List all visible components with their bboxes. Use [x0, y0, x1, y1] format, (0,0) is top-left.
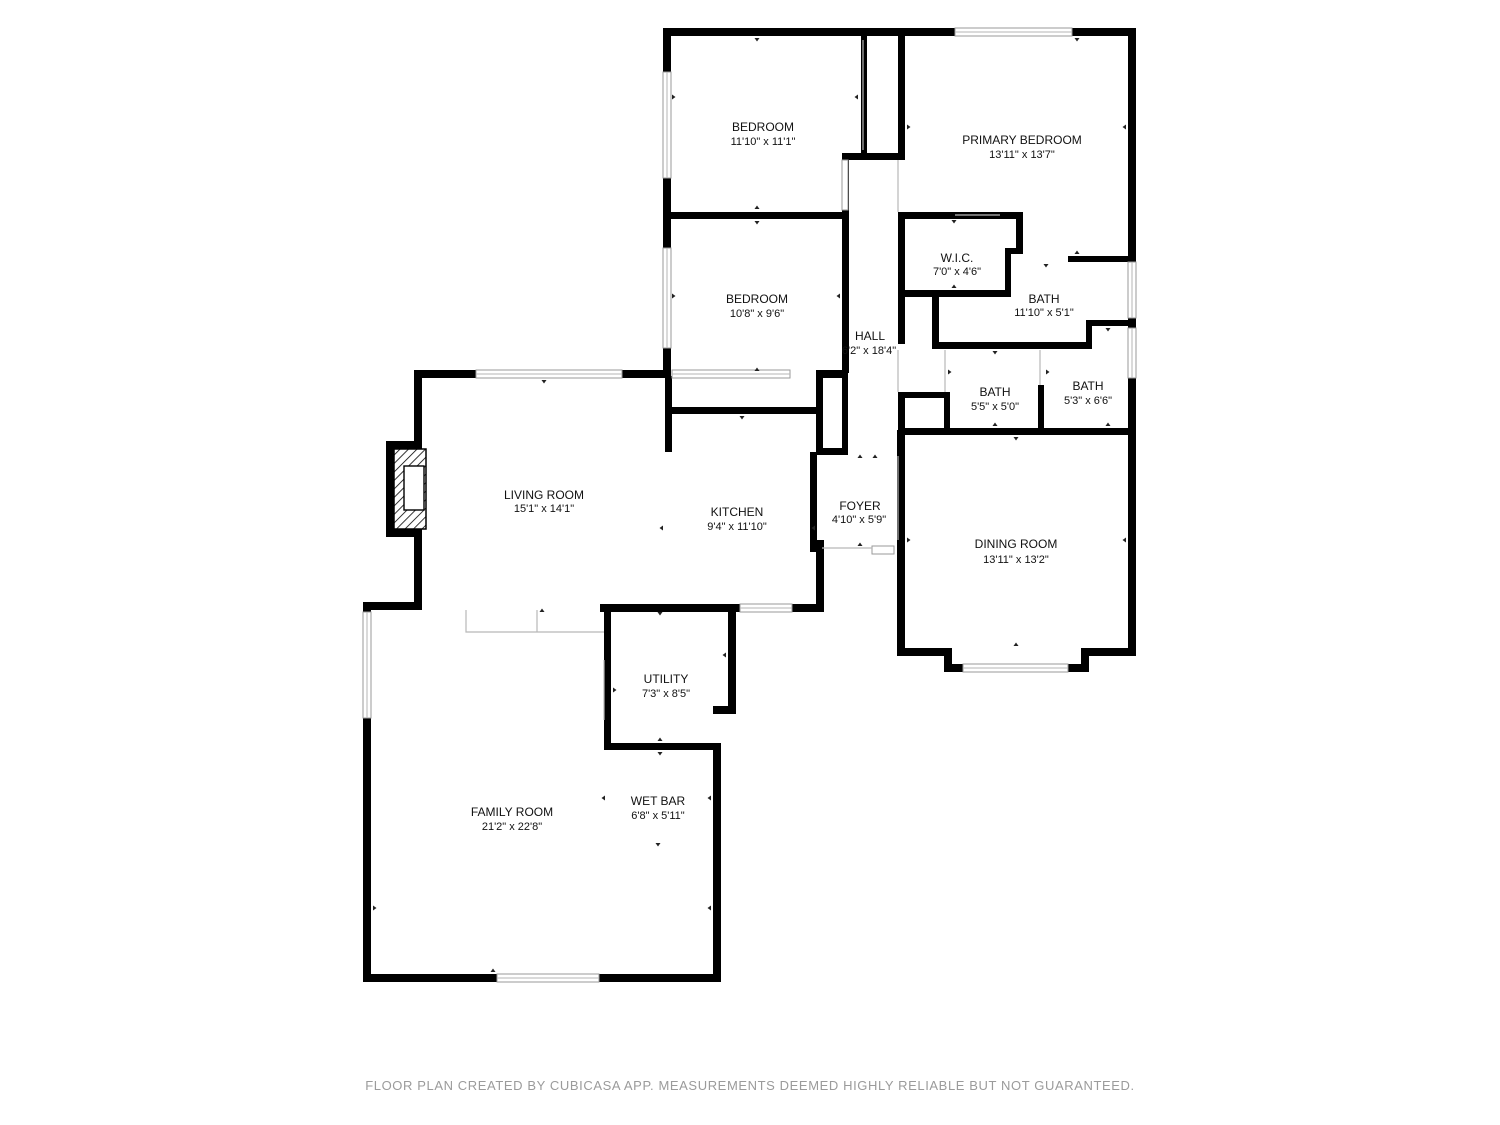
room-dimensions: 11'10" x 11'1" [731, 136, 796, 148]
room-dimensions: 10'8" x 9'6" [730, 308, 784, 320]
room-labels: BEDROOM 11'10" x 11'1" PRIMARY BEDROOM 1… [471, 120, 1112, 833]
dimension-marker [707, 795, 711, 801]
dimension-marker [836, 293, 840, 299]
room-name: BATH [1028, 292, 1059, 306]
dimension-marker [672, 293, 676, 299]
dimension-marker [1122, 124, 1126, 130]
dimension-marker [951, 284, 957, 288]
dimension-marker [707, 905, 711, 911]
room-foyer: FOYER 4'10" x 5'9" [832, 499, 886, 526]
dimension-marker [1105, 422, 1111, 426]
fireplace [393, 448, 427, 530]
dimension-marker [657, 752, 663, 756]
room-living-room: LIVING ROOM 15'1" x 14'1" [504, 488, 584, 515]
dimension-marker [992, 351, 998, 355]
dimension-marker [754, 38, 760, 42]
dimension-marker [659, 525, 663, 531]
room-dimensions: 7'3" x 8'5" [642, 688, 690, 700]
room-dimensions: 15'1" x 14'1" [514, 503, 574, 515]
room-name: KITCHEN [711, 505, 764, 519]
dimension-marker [1013, 642, 1019, 646]
room-kitchen: KITCHEN 9'4" x 11'10" [707, 505, 767, 533]
room-wet-bar: WET BAR 6'8" x 5'11" [631, 794, 686, 822]
room-dimensions: 6'2" x 18'4" [842, 345, 896, 357]
room-bath-3: BATH 5'3" x 6'6" [1064, 379, 1112, 407]
room-bath-2: BATH 5'5" x 5'0" [971, 385, 1019, 413]
dimension-marker [811, 525, 815, 531]
dimension-marker [907, 537, 911, 543]
room-name: LIVING ROOM [504, 488, 584, 502]
room-name: BATH [979, 385, 1010, 399]
dimension-marker [1046, 369, 1050, 375]
dimension-marker [907, 124, 911, 130]
dimension-marker [739, 416, 745, 420]
room-name: HALL [855, 329, 885, 343]
room-dimensions: 6'8" x 5'11" [631, 810, 684, 822]
room-name: DINING ROOM [975, 537, 1058, 551]
room-dining-room: DINING ROOM 13'11" x 13'2" [975, 537, 1058, 566]
dimension-marker [951, 220, 957, 224]
room-bath-1: BATH 11'10" x 5'1" [1014, 292, 1074, 319]
dimension-marker [992, 422, 998, 426]
dimension-marker [655, 843, 661, 847]
openings [465, 40, 1041, 720]
room-primary-bedroom: PRIMARY BEDROOM 13'11" x 13'7" [962, 133, 1082, 161]
room-dimensions: 11'10" x 5'1" [1014, 307, 1074, 319]
room-dimensions: 13'11" x 13'2" [983, 554, 1049, 566]
dimension-marker [373, 905, 377, 911]
dimension-marker [857, 542, 863, 546]
room-name: BEDROOM [726, 292, 788, 306]
dimension-marker [1122, 537, 1126, 543]
footer-disclaimer: FLOOR PLAN CREATED BY CUBICASA APP. MEAS… [365, 1078, 1135, 1093]
room-name: WET BAR [631, 794, 686, 808]
room-name: BATH [1072, 379, 1103, 393]
dimension-marker [601, 795, 605, 801]
dimension-marker [754, 221, 760, 225]
dimension-marker [539, 608, 545, 612]
dimension-marker [613, 687, 617, 693]
room-name: BEDROOM [732, 120, 794, 134]
dimension-marker [854, 94, 858, 100]
dimension-marker [1105, 328, 1111, 332]
room-hall: HALL 6'2" x 18'4" [842, 329, 896, 357]
room-dimensions: 9'4" x 11'10" [707, 521, 767, 533]
dimension-marker [672, 94, 676, 100]
dimension-marker [541, 380, 547, 384]
dimension-marker [1074, 38, 1080, 42]
windows [362, 27, 1137, 983]
room-dimensions: 7'0" x 4'6" [933, 266, 981, 278]
room-family-room: FAMILY ROOM 21'2" x 22'8" [471, 805, 553, 833]
room-dimensions: 5'5" x 5'0" [971, 401, 1019, 413]
dimension-marker [1074, 250, 1080, 254]
dimension-marker [1013, 437, 1019, 441]
dimension-marker [857, 454, 863, 458]
dimension-marker [657, 612, 663, 616]
room-name: PRIMARY BEDROOM [962, 133, 1082, 147]
dimension-marker [754, 367, 760, 371]
room-name: FOYER [839, 499, 881, 513]
room-dimensions: 21'2" x 22'8" [482, 821, 542, 833]
dimension-marker [948, 369, 952, 375]
room-name: UTILITY [644, 672, 689, 686]
room-dimensions: 13'11" x 13'7" [989, 149, 1055, 161]
room-bedroom-2: BEDROOM 10'8" x 9'6" [726, 292, 788, 320]
room-dimensions: 5'3" x 6'6" [1064, 395, 1112, 407]
dimension-marker [722, 652, 726, 658]
dimension-marker [657, 737, 663, 741]
room-bedroom-1: BEDROOM 11'10" x 11'1" [731, 120, 796, 148]
room-name: FAMILY ROOM [471, 805, 553, 819]
dimension-marker [872, 454, 878, 458]
dimension-marker [1043, 264, 1049, 268]
room-wic: W.I.C. 7'0" x 4'6" [933, 251, 981, 278]
room-name: W.I.C. [941, 251, 974, 265]
dimension-arrows [373, 38, 1126, 972]
dimension-marker [754, 205, 760, 209]
room-utility: UTILITY 7'3" x 8'5" [642, 672, 690, 700]
room-dimensions: 4'10" x 5'9" [832, 514, 886, 526]
dimension-marker [490, 968, 496, 972]
